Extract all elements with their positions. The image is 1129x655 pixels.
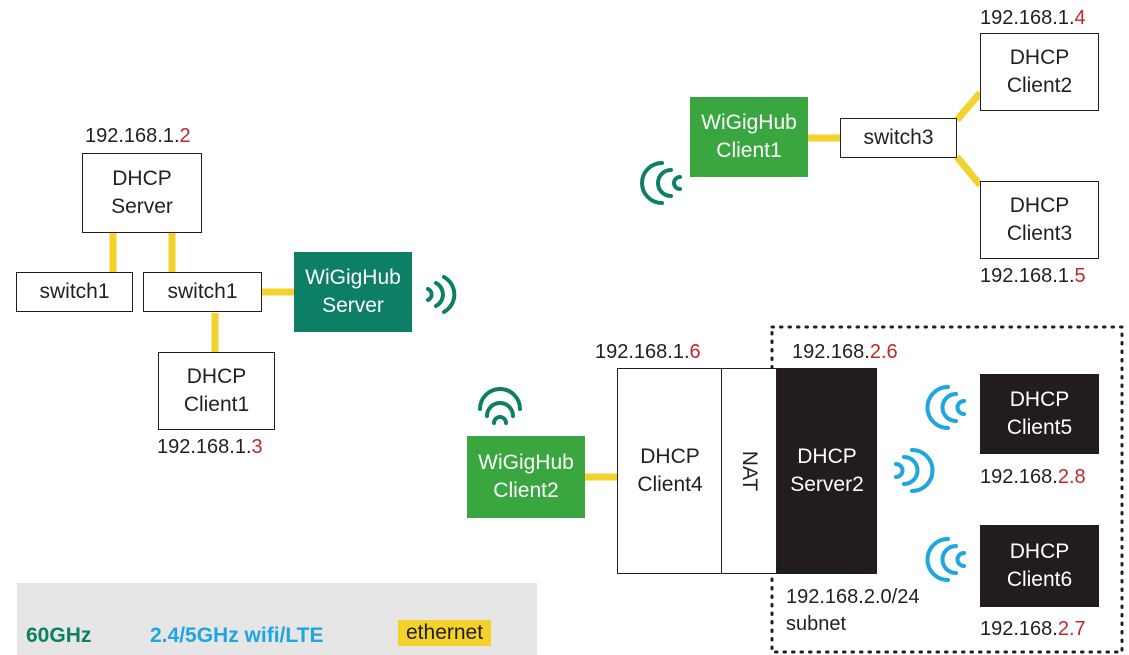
ip-dhcp-client3: 192.168.1.5 xyxy=(980,265,1086,287)
subnet-address-label: 192.168.2.0/24 xyxy=(786,586,920,608)
dhcp-client2-node[interactable]: DHCP Client2 xyxy=(980,33,1099,111)
switch3-node[interactable]: switch3 xyxy=(840,118,957,158)
dhcp-client5-node[interactable]: DHCP Client5 xyxy=(980,374,1099,454)
dhcp-server2-node[interactable]: DHCP Server2 xyxy=(777,368,877,574)
dhcp-client3-node[interactable]: DHCP Client3 xyxy=(980,181,1099,259)
dhcp-client1-node[interactable]: DHCP Client1 xyxy=(158,352,275,430)
subnet-word-label: subnet xyxy=(786,613,847,635)
ip-dhcp-server2: 192.168.2.6 xyxy=(792,341,898,363)
wigighub-server-node[interactable]: WiGigHub Server xyxy=(294,252,412,332)
legend-ethernet: ethernet xyxy=(398,620,492,646)
legend: 60GHz 2.4/5GHz wifi/LTE ethernet xyxy=(17,583,537,655)
ip-dhcp-client6: 192.168.2.7 xyxy=(980,618,1086,640)
ip-dhcp-server: 192.168.1.2 xyxy=(85,125,191,147)
ip-dhcp-client5: 192.168.2.8 xyxy=(980,466,1086,488)
wigighub-client2-node[interactable]: WiGigHub Client2 xyxy=(467,436,585,518)
switch1-right-node[interactable]: switch1 xyxy=(143,272,262,312)
switch1-left-node[interactable]: switch1 xyxy=(16,272,133,312)
subnet-boundary xyxy=(770,325,1124,654)
60ghz-signal-icon xyxy=(426,275,457,314)
legend-60ghz: 60GHz xyxy=(26,624,92,647)
wigighub-client1-node[interactable]: WiGigHub Client1 xyxy=(690,97,808,177)
60ghz-signal-icon xyxy=(640,161,682,205)
link-switch3-client2 xyxy=(954,90,983,123)
60ghz-signal-icon xyxy=(478,387,522,425)
ip-dhcp-client4: 192.168.1.6 xyxy=(595,341,701,363)
nat-label: NAT xyxy=(737,450,761,492)
dhcp-client4-node[interactable]: DHCP Client4 xyxy=(617,368,723,574)
wifi-signal-icon xyxy=(925,537,966,582)
dhcp-client6-node[interactable]: DHCP Client6 xyxy=(980,525,1099,607)
legend-wifi: 2.4/5GHz wifi/LTE xyxy=(150,624,324,647)
wifi-signal-icon xyxy=(925,385,966,430)
dhcp-server-node[interactable]: DHCP Server xyxy=(82,153,202,233)
link-switch3-client3 xyxy=(954,154,983,188)
ip-dhcp-client2: 192.168.1.4 xyxy=(980,7,1086,29)
nat-node[interactable]: NAT xyxy=(721,368,777,574)
wifi-signal-icon xyxy=(894,448,935,493)
ip-dhcp-client1: 192.168.1.3 xyxy=(157,436,263,458)
ethernet-links xyxy=(109,90,983,481)
